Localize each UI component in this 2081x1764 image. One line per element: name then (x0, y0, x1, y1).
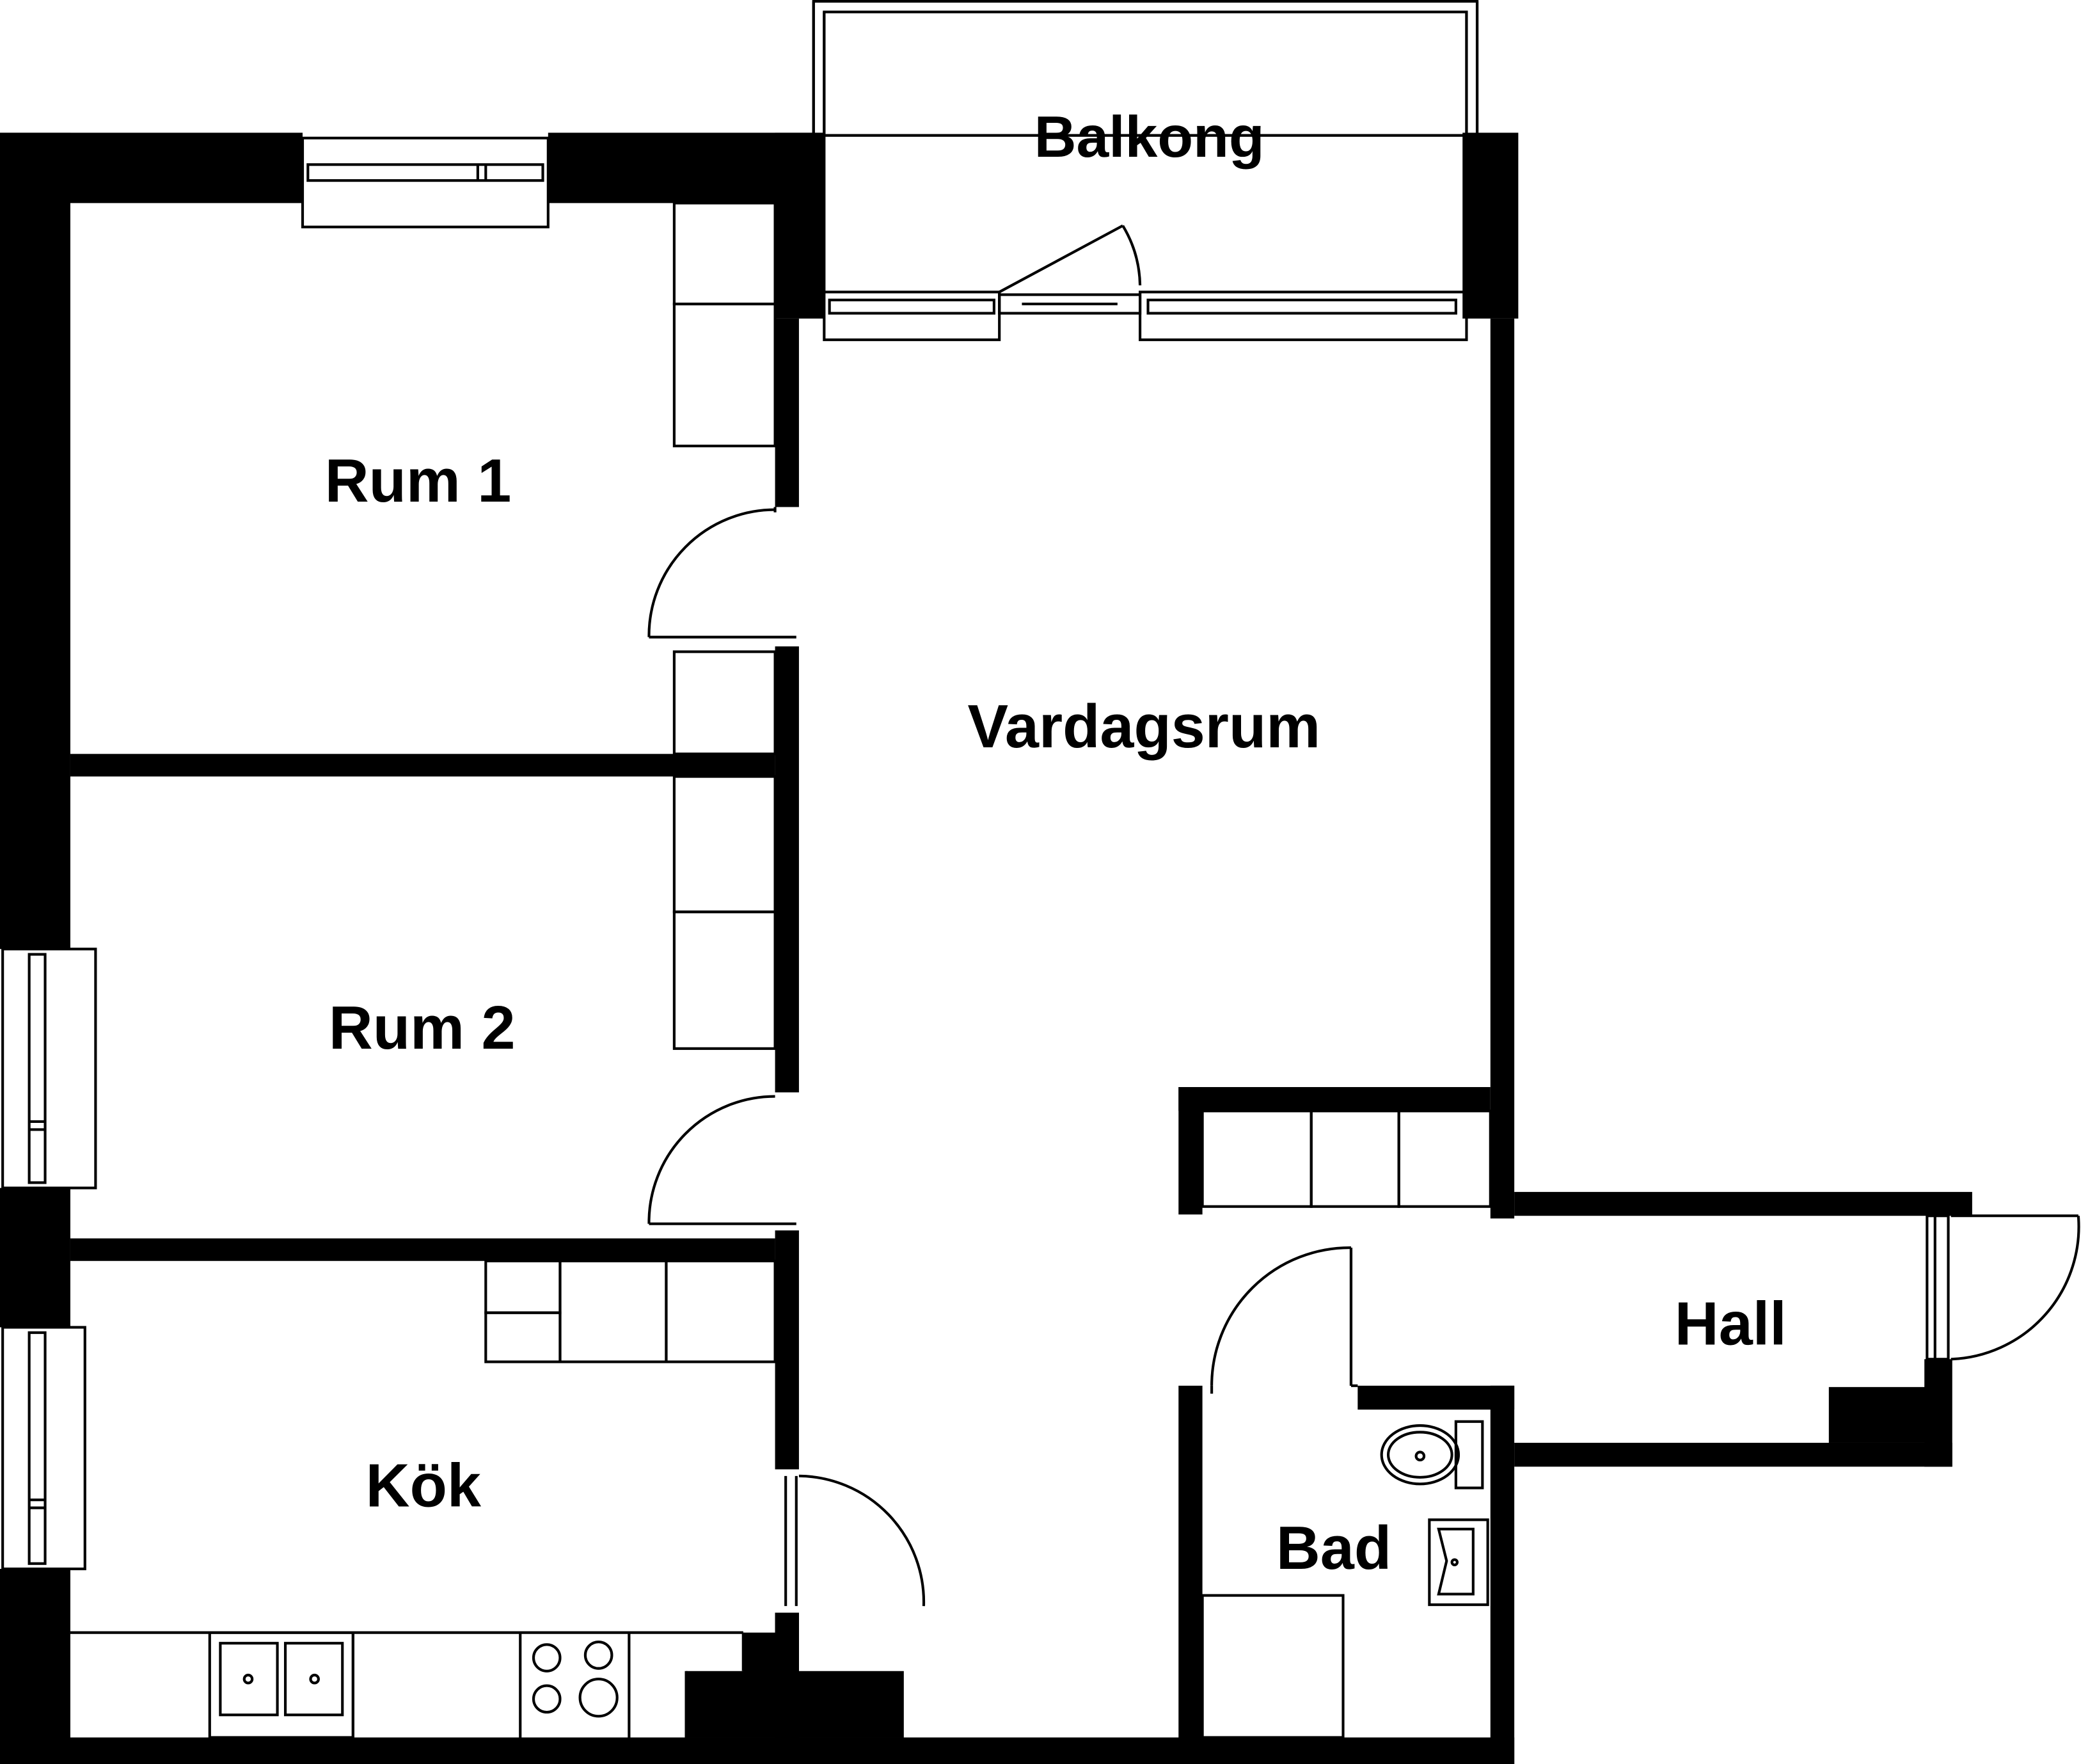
room-label-vardagsrum: Vardagsrum (968, 693, 1321, 761)
room-label-rum-2: Rum 2 (329, 994, 516, 1062)
doors (647, 224, 2080, 1607)
windows (1, 136, 1950, 1571)
toilet-icon (1380, 1420, 1484, 1490)
kitchen-counter (70, 1631, 745, 1739)
cabinets (484, 202, 1492, 1739)
room-label-bad: Bad (1276, 1514, 1391, 1582)
room-label-kok: Kök (366, 1452, 482, 1520)
room-label-rum-1: Rum 1 (325, 447, 512, 515)
stove-icon (532, 1641, 619, 1718)
walls (0, 132, 1972, 1764)
washbasin-icon (1428, 1518, 1489, 1607)
room-label-hall: Hall (1675, 1290, 1787, 1358)
sink-icon (208, 1631, 354, 1739)
room-label-balkong: Balkong (1034, 104, 1265, 170)
